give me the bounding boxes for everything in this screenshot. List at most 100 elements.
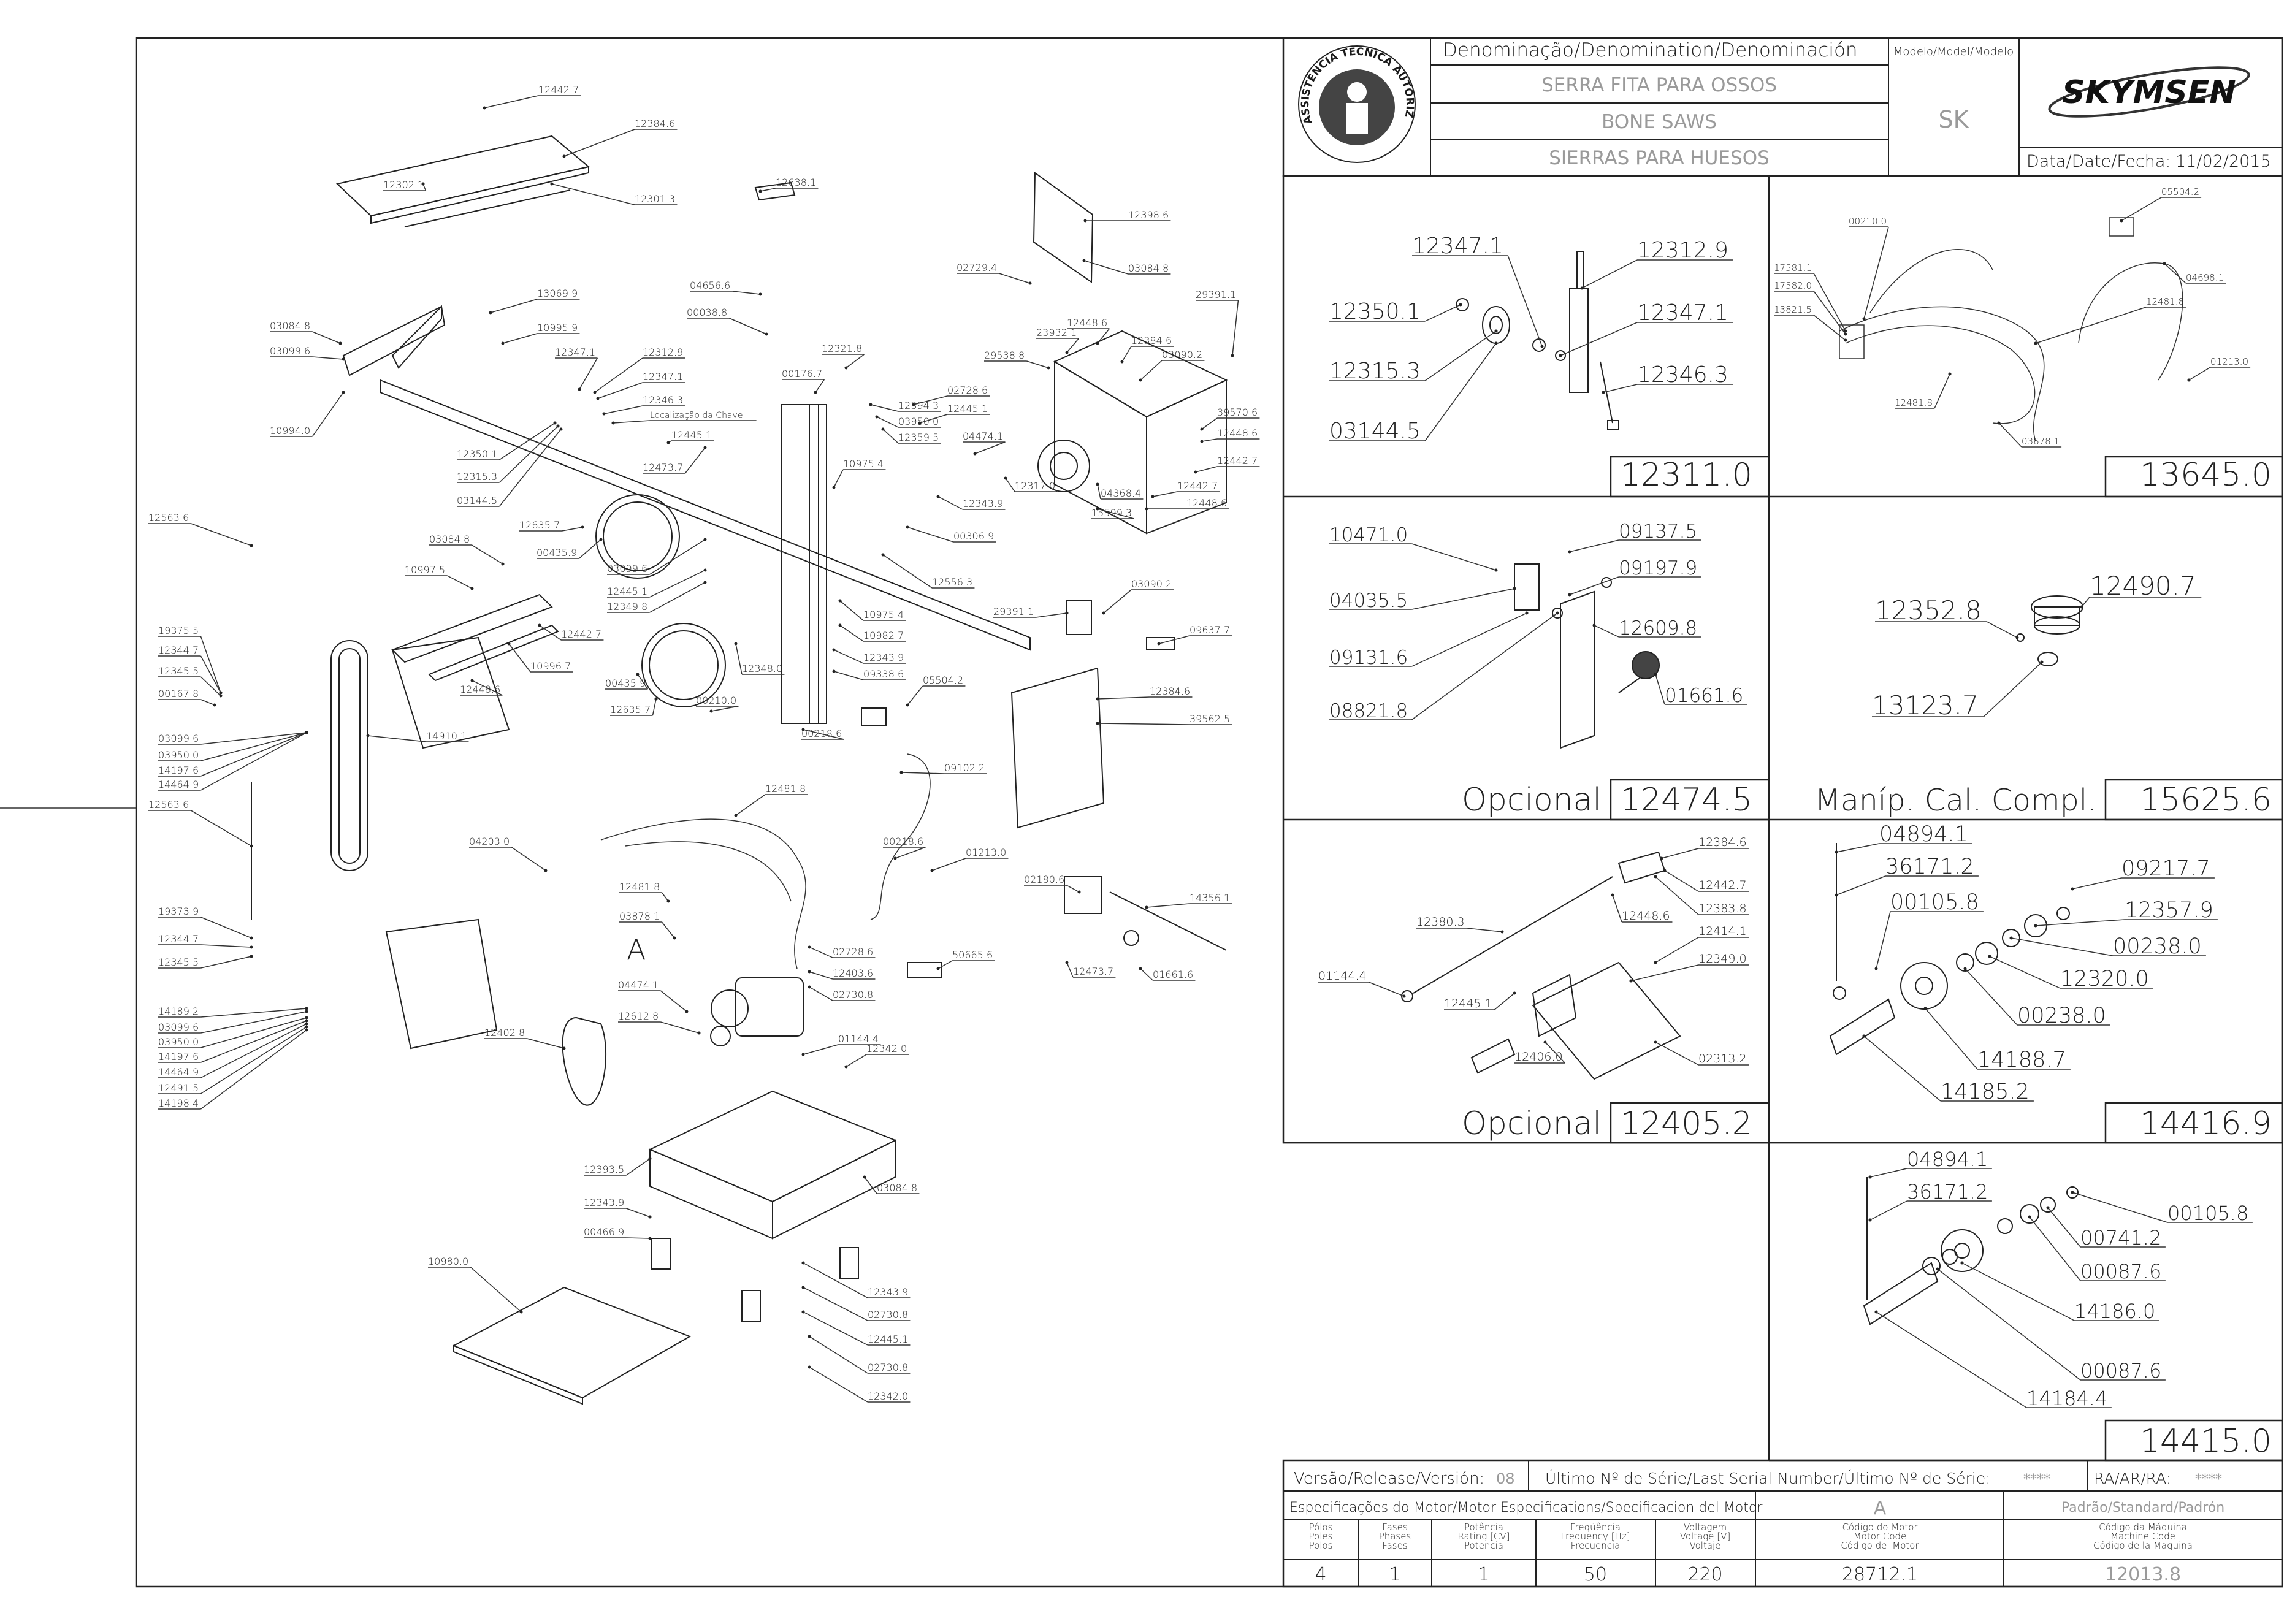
footer-col-value: 1: [1478, 1564, 1489, 1585]
part-label: 14910.1: [426, 730, 467, 742]
part-label: 14189.2: [158, 1005, 199, 1017]
panel-part-label: 12490.7: [2090, 571, 2196, 601]
panel-12474-caption: Opcional: [1462, 782, 1602, 818]
part-label: 12344.7: [158, 644, 199, 656]
panel-part-label: 14185.2: [1941, 1080, 2030, 1104]
part-label: 12398.6: [1128, 209, 1169, 221]
part-label: 12346.3: [643, 394, 683, 406]
part-label: 12638.1: [776, 177, 816, 188]
panel-12474-code: 12474.5: [1621, 782, 1752, 818]
panel-part-label: 12352.8: [1875, 595, 1982, 625]
part-label: 12448.6: [460, 684, 500, 695]
panel-part-label: 04698.1: [2186, 272, 2224, 283]
part-label: 00306.9: [953, 530, 994, 542]
footer-col-value: 12013.8: [2105, 1564, 2181, 1585]
part-label: 12563.6: [148, 512, 189, 524]
part-label: 01144.4: [838, 1033, 879, 1045]
panel-part-label: 12320.0: [2060, 967, 2149, 991]
model-header: Modelo/Model/Modelo: [1893, 45, 2014, 58]
title-block: ASSISTÊNCIA TÉCNICA AUTORIZADA Denominaç…: [0, 0, 2283, 177]
panel-14416-drawing: [1829, 843, 2070, 1056]
panel-part-label: 00238.0: [2113, 934, 2202, 959]
footer-col-header: Frequency [Hz]: [1560, 1531, 1630, 1542]
denomination-header: Denominação/Denomination/Denominación: [1443, 39, 1858, 61]
part-label: 12343.9: [868, 1286, 908, 1298]
panel-part-label: 12414.1: [1698, 924, 1747, 938]
panel-12405-drawing: [1401, 851, 1681, 1080]
part-label: 12442.7: [1177, 480, 1218, 492]
part-label: 10982.7: [863, 630, 904, 641]
panel-part-label: 14186.0: [2074, 1300, 2155, 1323]
part-label: 10975.4: [843, 458, 884, 470]
panel-part-label: 14188.7: [1977, 1048, 2066, 1072]
part-label: 03144.5: [457, 495, 497, 506]
panel-part-label: 05504.2: [2161, 186, 2199, 197]
part-label: 00435.9: [537, 547, 577, 558]
panel-part-label: 04035.5: [1329, 590, 1408, 612]
part-label: 14198.4: [158, 1097, 199, 1109]
panel-part-label: 00741.2: [2080, 1226, 2161, 1249]
panel-part-label: 09217.7: [2121, 856, 2210, 881]
footer-col-header: Fases: [1382, 1540, 1407, 1551]
footer-col-header: Motor Code: [1854, 1531, 1907, 1542]
main-part-labels: 12442.712384.612302.112301.312638.112398…: [148, 84, 1260, 1403]
part-label: 03099.6: [158, 1021, 199, 1033]
brand-logo: SKYMSEN: [2048, 66, 2250, 118]
part-label: 12317.0: [1015, 480, 1055, 492]
panel-15625-caption: Maníp. Cal. Compl.: [1815, 783, 2097, 818]
motor-spec-label: Especificações do Motor/Motor Especifica…: [1289, 1500, 1763, 1515]
part-label: 12384.6: [635, 118, 675, 129]
part-label: 12345.5: [158, 956, 199, 968]
part-label: 12344.7: [158, 933, 199, 945]
part-label: 19373.9: [158, 905, 199, 917]
panel-12405-caption: Opcional: [1462, 1105, 1602, 1142]
panel-part-label: 00087.6: [2080, 1359, 2161, 1382]
part-label: 12445.1: [671, 429, 712, 441]
part-label: 12343.9: [584, 1197, 624, 1208]
part-label: 03878.1: [619, 910, 660, 922]
footer-col-header: Voltaje: [1690, 1540, 1721, 1551]
motor-letter: A: [1874, 1498, 1887, 1519]
part-label: 14464.9: [158, 1066, 199, 1078]
part-label: 00435.9: [605, 677, 646, 689]
panel-14415-code: 14415.0: [2140, 1423, 2272, 1460]
part-label: 02730.8: [868, 1309, 908, 1321]
panel-15625-drawing: [2016, 595, 2083, 666]
panel-part-label: 12383.8: [1698, 902, 1747, 915]
part-label: 12384.6: [1150, 685, 1190, 697]
part-label: 12481.8: [619, 881, 660, 893]
footer-col-header: Potencia: [1464, 1540, 1503, 1551]
part-label: 12343.9: [963, 498, 1003, 509]
footer-col-header: Código da Máquina: [2099, 1522, 2187, 1533]
part-label: 04368.4: [1101, 487, 1141, 499]
part-label: 14356.1: [1190, 892, 1230, 904]
part-label: 02180.6: [1024, 874, 1064, 885]
part-label: 12442.7: [1217, 455, 1258, 467]
panel-part-label: 00210.0: [1849, 216, 1887, 227]
part-label: 12343.9: [863, 652, 904, 663]
part-label: 12312.9: [643, 346, 683, 358]
part-label: 12442.7: [561, 628, 601, 640]
panel-part-label: 12350.1: [1329, 299, 1421, 324]
part-label: 01213.0: [966, 847, 1006, 858]
panel-13645-drawing: [1839, 217, 2183, 442]
footer-col-value: 50: [1584, 1564, 1607, 1585]
exploded-view-drawing: [251, 135, 1228, 1405]
panel-part-label: 13123.7: [1872, 690, 1979, 720]
part-label: 12473.7: [643, 462, 683, 473]
panel-part-label: 17581.1: [1774, 262, 1812, 273]
footer-col-header: Pólos: [1309, 1522, 1333, 1533]
panel-part-label: 09197.9: [1619, 557, 1697, 579]
panel-part-label: 00105.8: [2167, 1202, 2248, 1225]
panel-part-label: 01213.0: [2210, 356, 2248, 367]
ra-value: ****: [2195, 1472, 2222, 1487]
part-label: 03084.8: [429, 533, 470, 545]
part-label: 02730.8: [868, 1362, 908, 1373]
panel-15625-code: 15625.6: [2140, 782, 2272, 818]
part-label: 09637.7: [1190, 624, 1230, 636]
panel-12474-drawing: [1514, 563, 1660, 749]
panel-part-label: 12380.3: [1416, 915, 1465, 929]
panel-part-label: 36171.2: [1885, 855, 1974, 879]
part-label: 12349.8: [607, 601, 647, 612]
